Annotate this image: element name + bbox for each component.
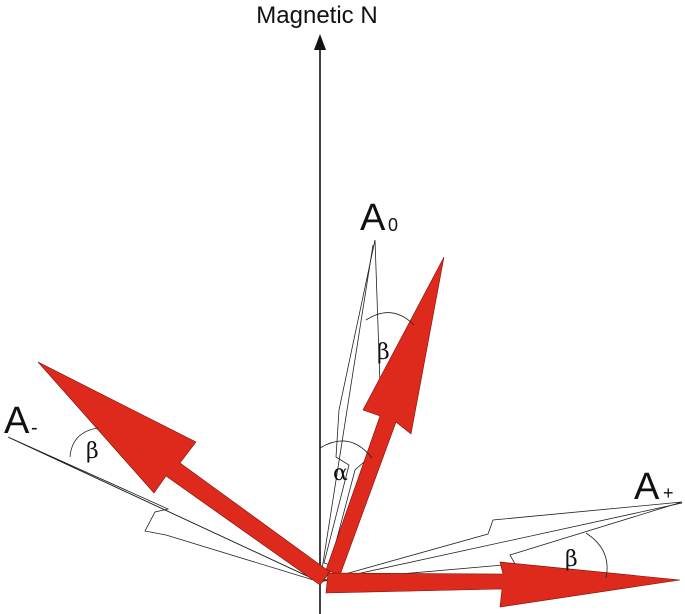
angle-beta-symbol-a-zero: β — [377, 340, 390, 365]
label-a-zero: A 0 — [360, 197, 398, 239]
label-a-plus-sub: + — [663, 483, 674, 503]
angle-beta-symbol-a-plus: β — [565, 547, 578, 572]
label-a-plus: A + — [634, 466, 674, 508]
angle-alpha-symbol: α — [333, 461, 348, 486]
angle-arc-alpha — [319, 440, 373, 459]
reference-lines — [9, 244, 683, 583]
label-a-minus-main: A — [4, 400, 30, 442]
magnetic-north-axis — [314, 34, 326, 614]
magnetic-north-label: Magnetic N — [256, 2, 377, 29]
label-a-minus: A - — [4, 400, 38, 442]
angle-arc-beta-a-zero — [365, 312, 415, 326]
angle-arc-beta-a-plus — [585, 532, 608, 579]
red-arrow-a-plus — [325, 561, 681, 608]
label-a-plus-main: A — [634, 466, 660, 508]
angle-arc-beta-a-minus — [69, 427, 99, 458]
label-a-zero-main: A — [360, 197, 386, 239]
label-a-zero-sub: 0 — [388, 215, 398, 235]
red-arrow-a-zero — [325, 256, 445, 576]
white-arrow-a-plus — [319, 501, 683, 582]
label-a-minus-sub: - — [31, 417, 38, 439]
angle-beta-symbol-a-minus: β — [86, 439, 99, 464]
red-arrow-a-minus — [37, 361, 331, 586]
